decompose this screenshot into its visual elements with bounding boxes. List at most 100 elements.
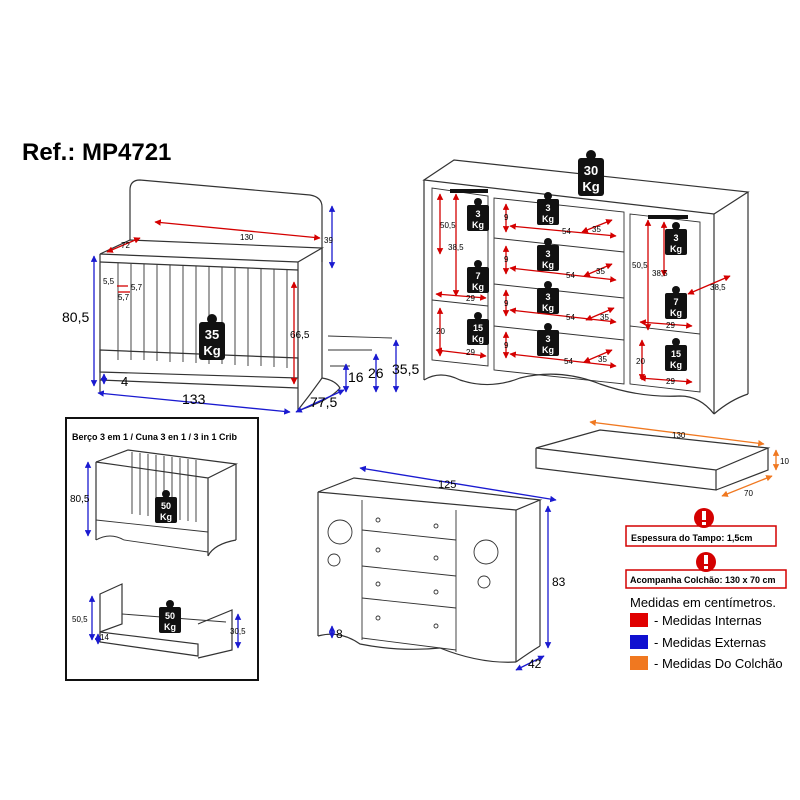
drawer4-width-label: 54	[564, 357, 573, 366]
drawer2-height-label: 9	[504, 255, 509, 264]
drawer4-weight-icon: 3 Kg	[537, 323, 559, 356]
left-shelf-weight-value: 7	[475, 271, 480, 281]
conversion-crib-weight-icon: 50 Kg	[155, 490, 177, 523]
drawer3-depth-label: 35	[600, 313, 609, 322]
drawer4-depth-label: 35	[598, 355, 607, 364]
mattress-length-label: 130	[672, 431, 686, 440]
drawer1-weight-unit: Kg	[542, 214, 554, 224]
mattress-notice: Acompanha Colchão: 130 x 70 cm	[625, 552, 787, 589]
crib-depth-label: 77,5	[310, 394, 337, 410]
legend: Medidas em centímetros. - Medidas Intern…	[630, 595, 783, 671]
cabinet-drawing: 125 83 42 8	[317, 465, 566, 671]
conversion-bed-weight-unit: Kg	[164, 622, 176, 632]
drawer3-width-label: 54	[566, 313, 575, 322]
crib-weight-icon: 35 Kg	[199, 314, 225, 360]
left-rod-weight-unit: Kg	[472, 220, 484, 230]
dresser-right-depth-label: 38,5	[710, 283, 726, 292]
drawer4-weight-value: 3	[545, 334, 550, 344]
crib-slat-gap-b-label: 5,7	[131, 283, 143, 292]
drawer4-weight-unit: Kg	[542, 345, 554, 355]
drawer1-height-label: 9	[504, 213, 509, 222]
dresser-right-width-b-label: 29	[666, 377, 675, 386]
dresser-right-lower-label: 20	[636, 357, 645, 366]
drawer3-weight-unit: Kg	[542, 303, 554, 313]
legend-label-mattress: - Medidas Do Colchão	[654, 656, 783, 671]
drawer2-depth-label: 35	[596, 267, 605, 276]
crib-slat-gap-c-label: 5,7	[118, 293, 130, 302]
cabinet-width-label: 125	[438, 479, 456, 491]
drawer3-height-label: 9	[504, 299, 509, 308]
legend-label-external: - Medidas Externas	[654, 635, 766, 650]
right-shelf-weight-icon: 7 Kg	[665, 286, 687, 319]
crib-weight-unit: Kg	[203, 343, 220, 358]
left-shelf-weight-icon: 7 Kg	[467, 260, 489, 293]
right-shelf-weight-value: 7	[673, 297, 678, 307]
right-bottom-weight-value: 15	[671, 349, 681, 359]
mattress-notice-text: Acompanha Colchão: 130 x 70 cm	[630, 575, 776, 585]
crib-total-height-label: 80,5	[62, 309, 89, 325]
drawer3-weight-value: 3	[545, 292, 550, 302]
drawer2-width-label: 54	[566, 271, 575, 280]
legend-swatch-mattress	[630, 656, 648, 670]
right-shelf-weight-unit: Kg	[670, 308, 682, 318]
conversion-bed-weight-icon: 50 Kg	[159, 600, 181, 633]
dresser-dimensions: 50,5 38,5 20 29 29 9 54 35 9 54 35 9 54 …	[435, 193, 731, 386]
dresser-right-width-a-label: 29	[666, 321, 675, 330]
crib-weight-value: 35	[205, 327, 219, 342]
right-rod-weight-value: 3	[673, 233, 678, 243]
legend-label-internal: - Medidas Internas	[654, 613, 762, 628]
legend-swatch-internal	[630, 613, 648, 627]
dresser-left-width-a-label: 29	[466, 294, 475, 303]
dresser-drawing	[422, 159, 750, 415]
dresser-right-height-label: 50,5	[632, 261, 648, 270]
dresser-left-height-label: 50,5	[440, 221, 456, 230]
top-thickness-notice: Espessura do Tampo: 1,5cm	[625, 508, 777, 547]
crib-slat-gap-a-label: 5,5	[103, 277, 115, 286]
crib-inner-depth-label: 72	[121, 241, 130, 250]
crib-drawing: 130 39 72 5,5 5,7 5,7 80,5 66,5 16 26 35…	[62, 179, 419, 415]
left-bottom-weight-value: 15	[473, 323, 483, 333]
left-rod-weight-icon: 3 Kg	[467, 198, 489, 231]
mattress-height-label: 10	[780, 457, 789, 466]
top-thickness-text: Espessura do Tampo: 1,5cm	[631, 533, 752, 543]
crib-headboard-height-label: 39	[324, 236, 333, 245]
conversion-title: Berço 3 em 1 / Cuna 3 en 1 / 3 in 1 Crib	[72, 432, 238, 442]
crib-width-label: 133	[182, 391, 206, 407]
dresser-top-weight-unit: Kg	[582, 179, 599, 194]
dresser-left-width-b-label: 29	[466, 348, 475, 357]
drawer4-height-label: 9	[504, 341, 509, 350]
crib-base-offset-label: 4	[121, 374, 128, 389]
warning-icon-2	[696, 552, 716, 572]
dresser-top-weight-icon: 30 Kg	[578, 150, 604, 196]
drawer3-weight-icon: 3 Kg	[537, 281, 559, 314]
left-rod-weight-value: 3	[475, 209, 480, 219]
mattress-drawing: 130 70 10	[535, 419, 789, 498]
left-shelf-weight-unit: Kg	[472, 282, 484, 292]
reference-title: Ref.: MP4721	[22, 139, 171, 166]
conversion-bed-side-label: 30,5	[230, 627, 246, 636]
drawer1-depth-label: 35	[592, 225, 601, 234]
crib-side-b-label: 26	[368, 365, 384, 381]
cabinet-base-label: 8	[336, 627, 343, 641]
conversion-bed-weight-value: 50	[165, 611, 175, 621]
conversion-crib-weight-unit: Kg	[160, 512, 172, 522]
conversion-panel: Berço 3 em 1 / Cuna 3 en 1 / 3 in 1 Crib…	[65, 417, 259, 681]
conversion-crib-weight-value: 50	[161, 501, 171, 511]
drawer2-weight-unit: Kg	[542, 260, 554, 270]
right-rod-weight-icon: 3 Kg	[665, 222, 687, 255]
right-rod-weight-unit: Kg	[670, 244, 682, 254]
right-bottom-weight-icon: 15 Kg	[665, 338, 687, 371]
mattress-width-label: 70	[744, 489, 753, 498]
right-bottom-weight-unit: Kg	[670, 360, 682, 370]
dresser-right-upper-label: 38,5	[652, 269, 668, 278]
conversion-bed-base-label: 14	[100, 633, 109, 642]
drawer2-weight-value: 3	[545, 249, 550, 259]
legend-swatch-external	[630, 635, 648, 649]
drawer1-width-label: 54	[562, 227, 571, 236]
drawer1-weight-icon: 3 Kg	[537, 192, 559, 225]
left-bottom-weight-unit: Kg	[472, 334, 484, 344]
cabinet-height-label: 83	[552, 575, 566, 589]
left-bottom-weight-icon: 15 Kg	[467, 312, 489, 345]
drawer2-weight-icon: 3 Kg	[537, 238, 559, 271]
